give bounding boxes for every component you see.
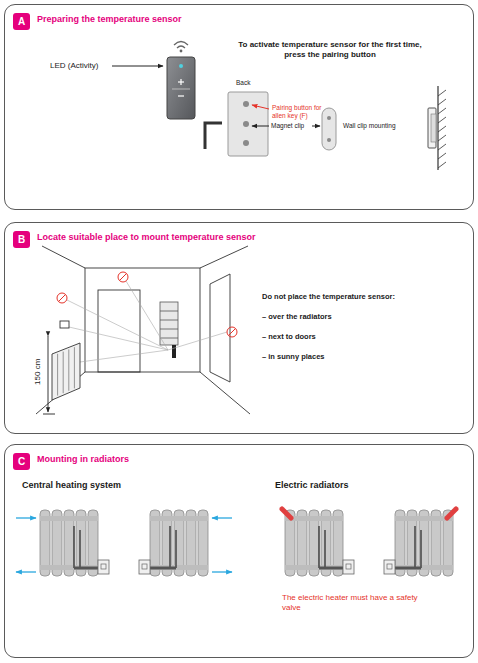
section-badge: C [13, 453, 30, 470]
leader-line [312, 126, 320, 127]
dimension-line [48, 336, 49, 412]
radiator-fin [57, 354, 58, 396]
wall-hatch [438, 108, 446, 114]
radiator [282, 509, 354, 576]
wall-hatch [438, 126, 446, 132]
radiators [16, 509, 456, 576]
safety-note: The electric heater must have a safety v… [282, 593, 432, 612]
no-symbol [57, 272, 237, 337]
radiator [384, 509, 456, 576]
section-heading: Mounting in radiators [37, 454, 478, 464]
wall-clip [322, 108, 336, 150]
radiator [139, 510, 232, 576]
part-label: Magnet clip [271, 122, 313, 130]
wall [428, 86, 446, 170]
dimension-tick [43, 414, 55, 415]
leader-line [112, 66, 163, 67]
section-letter: C [13, 453, 30, 470]
section-heading: Locate suitable place to mount temperatu… [37, 232, 478, 242]
part-label: Back [236, 79, 266, 87]
leader-line [252, 126, 269, 127]
wall-hatch [438, 162, 446, 168]
radiator-fin [68, 349, 69, 390]
part-label: LED (Activity) [50, 61, 112, 71]
radiator [16, 510, 109, 576]
column-heading: Central heating system [22, 480, 222, 491]
warning-note: Do not place the temperature sensor: [262, 292, 467, 301]
sight-lines [67, 281, 227, 362]
section-panel: Locate suitable place to mount temperatu… [4, 222, 474, 434]
instruction-note: To activate temperature sensor for the f… [232, 40, 428, 59]
sensor-back [228, 92, 268, 156]
leader-line [252, 105, 269, 109]
wifi-icon [174, 42, 188, 53]
wall-hatch [438, 144, 446, 150]
wall-radiator [52, 343, 80, 400]
allen-key [205, 123, 222, 149]
radiator-fin [63, 352, 64, 394]
radiator-fin [74, 347, 75, 388]
section-badge: B [13, 231, 30, 248]
column-heading: Electric radiators [275, 480, 465, 491]
sensor-position [60, 321, 69, 328]
warning-item: – over the radiators [262, 312, 467, 321]
section-badge: A [13, 13, 30, 30]
warning-item: – in sunny places [262, 352, 467, 361]
wall-hatch [438, 99, 446, 105]
wall-hatch [438, 117, 446, 123]
dimension-label: 150 cm [33, 348, 43, 396]
section-panel: Mounting in radiatorsC [4, 444, 474, 658]
section-panel: Preparing the temperature sensorA [4, 4, 474, 210]
part-label: Wall clip mounting [343, 122, 423, 130]
wall-hatch [438, 90, 446, 96]
wall-hatch [438, 153, 446, 159]
warning-item: – next to doors [262, 332, 467, 341]
sensor-front [167, 57, 195, 119]
room [36, 246, 250, 414]
section-letter: B [13, 231, 30, 248]
section-letter: A [13, 13, 30, 30]
wall-hatch [438, 135, 446, 141]
part-label: Pairing button for allen key (F) [272, 104, 334, 120]
section-heading: Preparing the temperature sensor [37, 14, 478, 24]
